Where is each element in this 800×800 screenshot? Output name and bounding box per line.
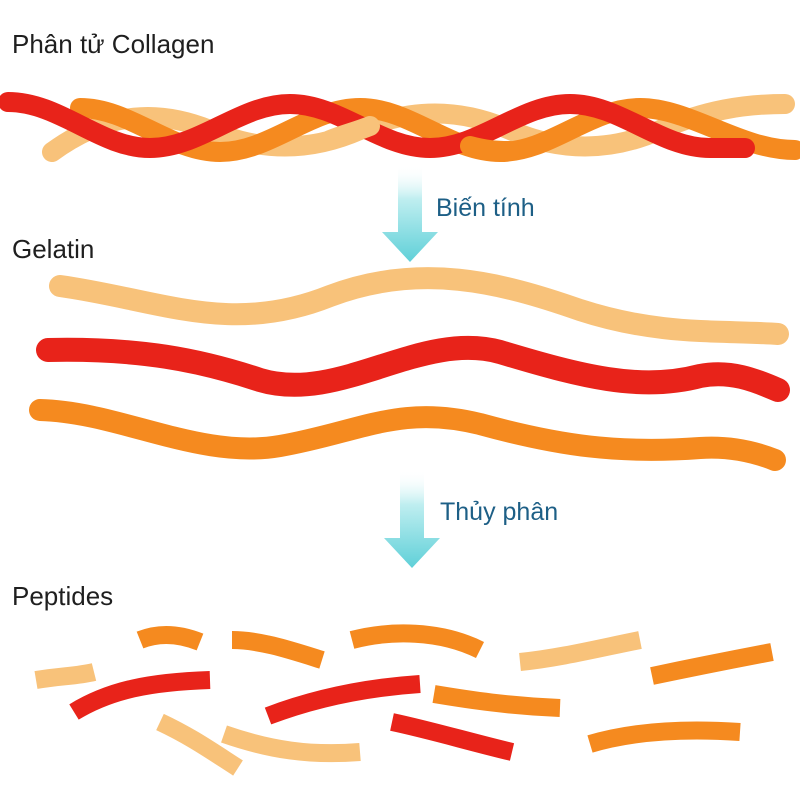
peptide-fragment [231, 631, 325, 669]
peptide-fragment [156, 713, 243, 776]
denature-step-label: Biến tính [436, 194, 535, 222]
peptide-fragment [264, 675, 421, 725]
collagen-crossing-peach [320, 116, 380, 150]
denature-arrow [382, 165, 438, 262]
gelatin-strand-orange [29, 399, 786, 471]
peptide-fragment [390, 713, 515, 761]
peptide-fragment [432, 685, 561, 717]
peptide-fragment [349, 624, 485, 659]
collagen-strand-red [0, 92, 755, 159]
peptide-fragment [587, 721, 741, 753]
hydrolysis-arrow [384, 470, 440, 568]
gelatin-strands [29, 267, 790, 471]
gelatin-label: Gelatin [12, 234, 94, 264]
hydrolysis-step-label: Thủy phân [440, 498, 558, 526]
collagen-strand-orange [70, 97, 800, 163]
collagen-helix [0, 92, 800, 163]
collagen-crossing-orange [460, 136, 520, 161]
peptide-fragment [136, 626, 204, 651]
peptide-fragment [519, 631, 642, 671]
peptide-fragment [221, 725, 361, 763]
peptide-fragment [34, 663, 97, 689]
peptides-label: Peptides [12, 581, 113, 611]
peptide-fragment [650, 643, 774, 685]
peptide-fragments [34, 624, 774, 776]
collagen-label: Phân tử Collagen [12, 29, 214, 59]
gelatin-strand-red [36, 335, 790, 402]
peptide-fragment [69, 671, 211, 720]
gelatin-strand-peach [49, 267, 789, 345]
